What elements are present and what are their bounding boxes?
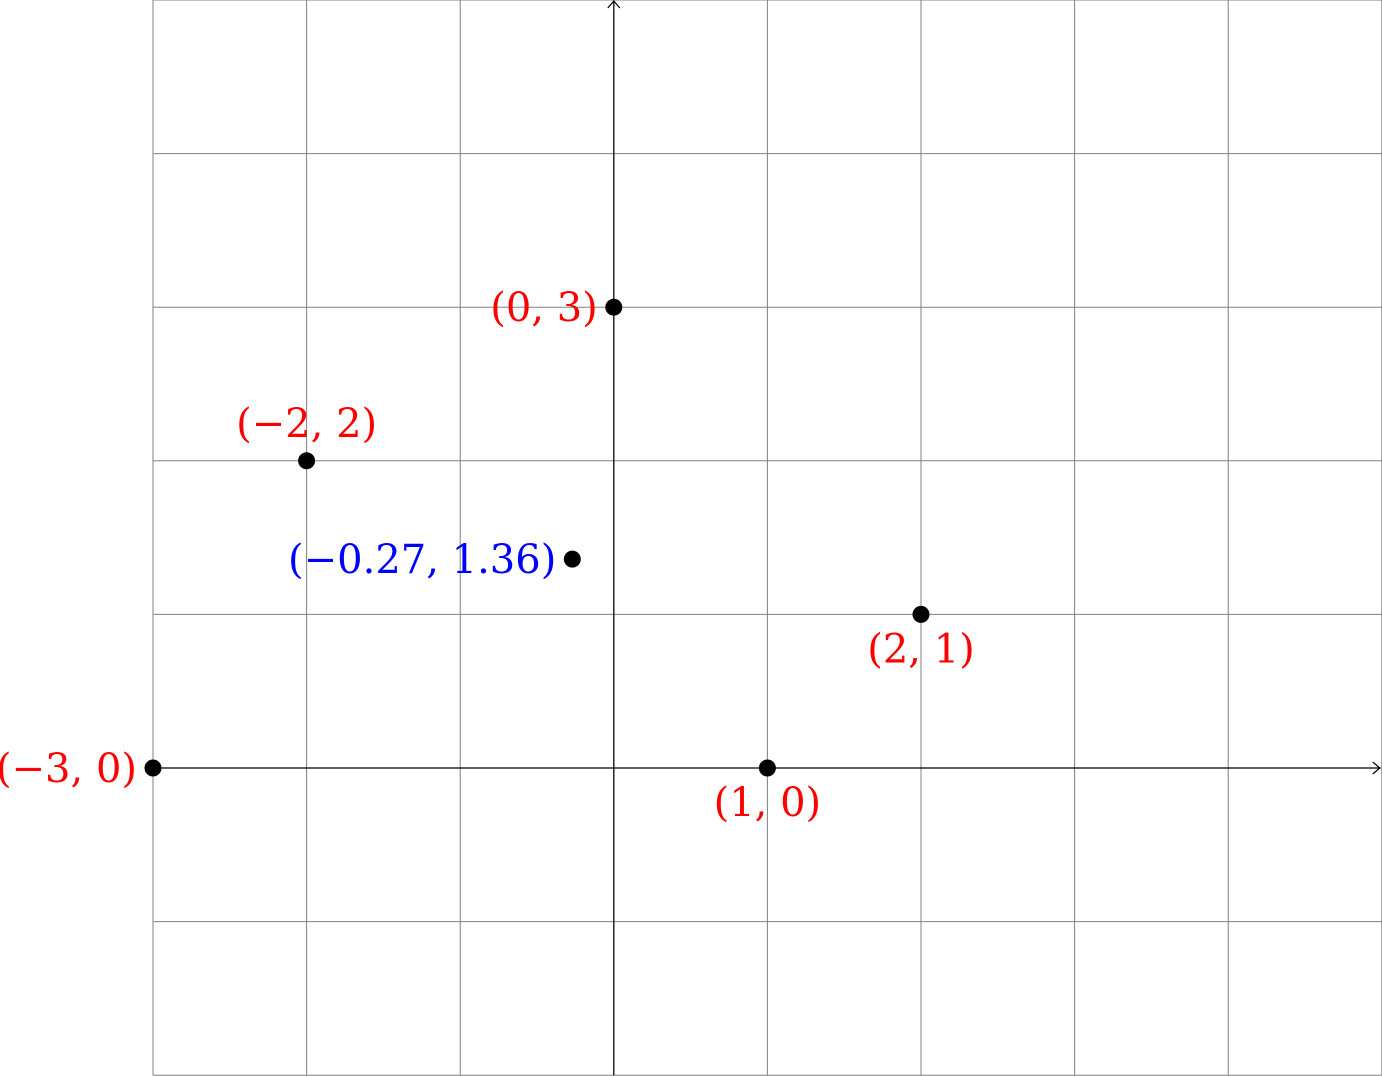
data-point	[605, 298, 623, 316]
point-label: (−0.27, 1.36)	[288, 537, 556, 583]
point-label: (−3, 0)	[0, 746, 137, 792]
data-point	[758, 759, 776, 777]
point-label: (0, 3)	[490, 285, 598, 331]
point-labels: (−3, 0) (−2, 2) (0, 3) (2, 1) (1, 0) (−0.27, …	[0, 285, 975, 826]
data-point	[298, 452, 316, 470]
data-points	[144, 298, 930, 777]
data-point	[563, 550, 581, 568]
y-axis-arrow	[607, 0, 621, 9]
point-label: (2, 1)	[867, 626, 975, 672]
point-label: (−2, 2)	[236, 401, 377, 447]
data-point	[912, 605, 930, 623]
x-axis-arrow	[1372, 761, 1381, 775]
data-point	[144, 759, 162, 777]
point-label: (1, 0)	[714, 780, 822, 826]
